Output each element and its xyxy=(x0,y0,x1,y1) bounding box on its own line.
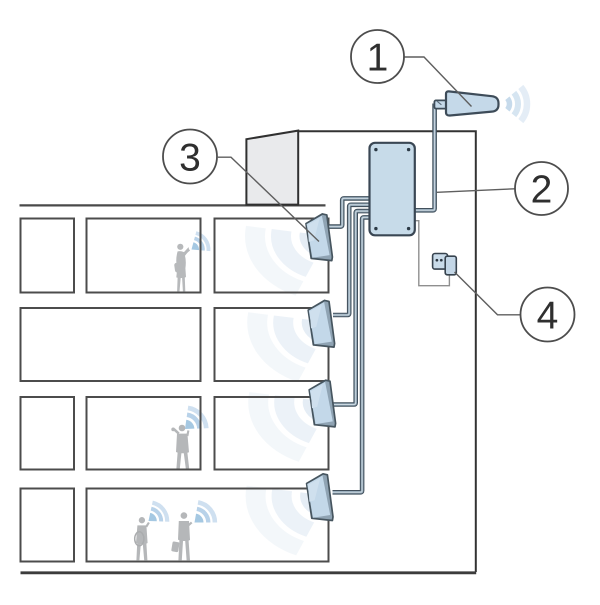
svg-text:1: 1 xyxy=(367,37,389,80)
svg-text:3: 3 xyxy=(179,137,201,180)
svg-text:4: 4 xyxy=(537,295,559,338)
svg-text:2: 2 xyxy=(531,169,553,212)
